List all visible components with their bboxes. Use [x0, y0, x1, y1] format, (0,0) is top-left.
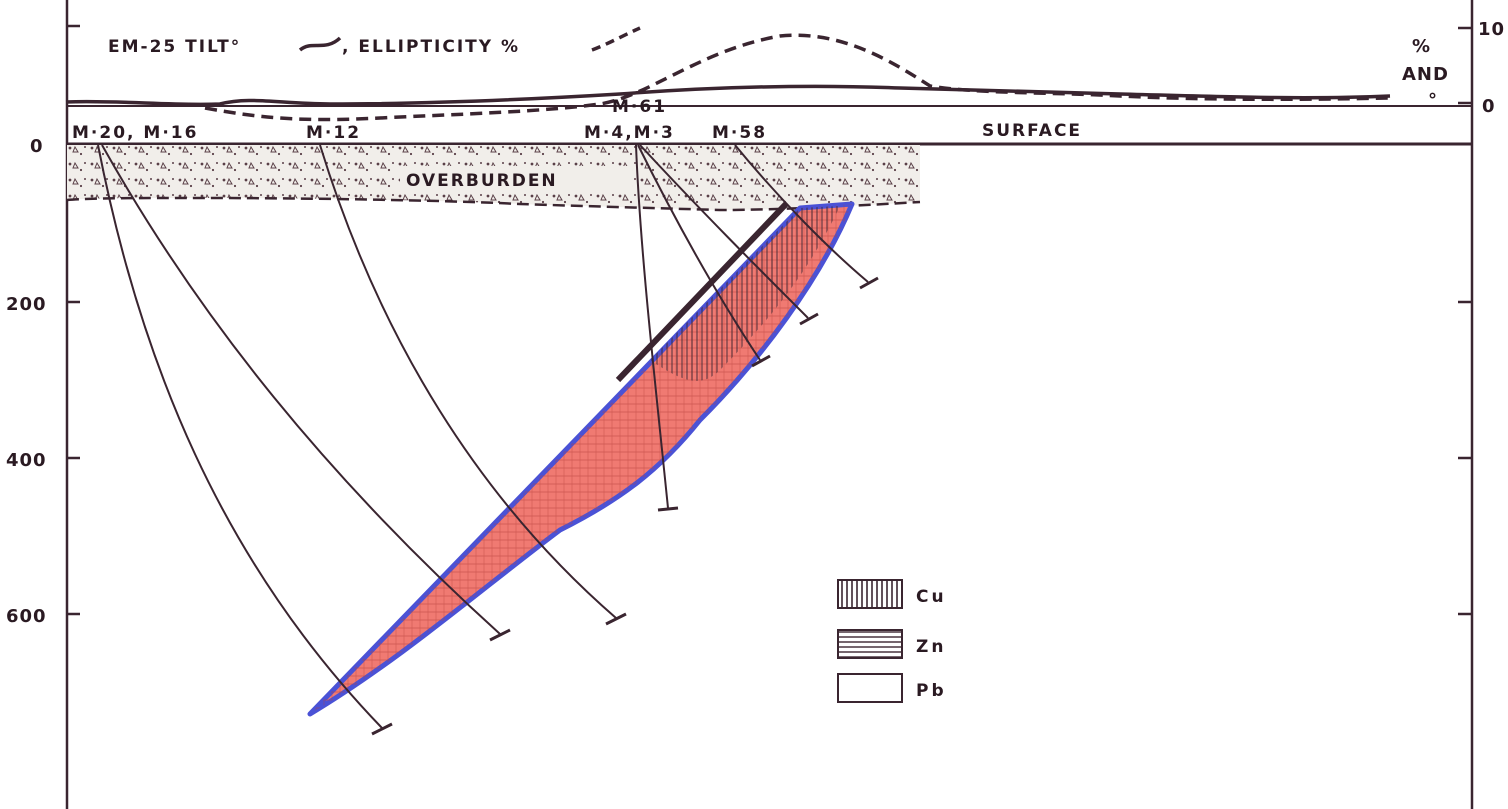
drill-hole-m61-end	[657, 506, 679, 512]
overburden-label-bg	[400, 166, 632, 192]
right-axis-ticks	[1458, 26, 1472, 616]
drill-hole-m61	[635, 144, 669, 509]
hole-label-m12: M·12	[306, 123, 361, 143]
profile-title-ellipticity: , ELLIPTICITY %	[342, 37, 520, 57]
ellipticity-legend-swatch	[591, 26, 641, 52]
drill-hole-m4	[637, 144, 761, 361]
surface-label: SURFACE	[982, 121, 1082, 141]
legend-cu-label: Cu	[916, 587, 947, 607]
ellipticity-profile-dashed	[204, 33, 1391, 122]
depth-tick-400: 400	[6, 450, 47, 471]
depth-tick-600: 600	[6, 606, 47, 627]
hole-label-m58: M·58	[712, 123, 767, 143]
right-unit-degree: °	[1428, 90, 1438, 111]
overburden-label: OVERBURDEN	[406, 171, 558, 191]
hole-label-m61: M·61	[612, 97, 667, 117]
profile-title-tilt: EM-25 TILT°	[108, 37, 241, 57]
drill-hole-m20-end	[371, 722, 393, 736]
depth-tick-0: 0	[30, 136, 44, 157]
drill-hole-m3	[639, 144, 809, 319]
legend: Cu Zn Pb	[837, 579, 947, 703]
left-axis-ticks	[67, 24, 80, 616]
hole-label-m4-m3: M·4,M·3	[584, 123, 675, 143]
drill-hole-m58	[734, 144, 869, 283]
drill-hole-m12-end	[605, 612, 627, 626]
hole-label-m20-m16: M·20, M·16	[72, 123, 198, 143]
right-unit-and: AND	[1402, 64, 1449, 85]
right-tick-0: 0	[1482, 96, 1496, 117]
legend-pb-label: Pb	[916, 681, 947, 701]
orebody-cu-zone	[650, 206, 840, 381]
drill-hole-m12	[319, 144, 617, 619]
drill-hole-m3-end	[799, 312, 819, 326]
fault-bar	[615, 201, 789, 383]
right-tick-10: 10	[1478, 19, 1505, 40]
drill-hole-m16-end	[489, 628, 511, 642]
legend-zn-label: Zn	[916, 637, 946, 657]
drill-hole-m4-end	[751, 354, 771, 368]
drill-hole-m16	[101, 144, 501, 635]
tilt-profile-solid	[65, 84, 1391, 107]
right-unit-percent: %	[1412, 36, 1431, 57]
legend-cu-swatch	[837, 579, 903, 609]
drill-hole-m58-end	[859, 276, 879, 290]
legend-pb-swatch	[837, 673, 903, 703]
drill-holes	[97, 144, 879, 736]
tilt-legend-swatch	[298, 36, 342, 52]
legend-zn-swatch	[837, 629, 903, 659]
drill-hole-m20	[97, 144, 383, 729]
depth-tick-200: 200	[6, 294, 47, 315]
